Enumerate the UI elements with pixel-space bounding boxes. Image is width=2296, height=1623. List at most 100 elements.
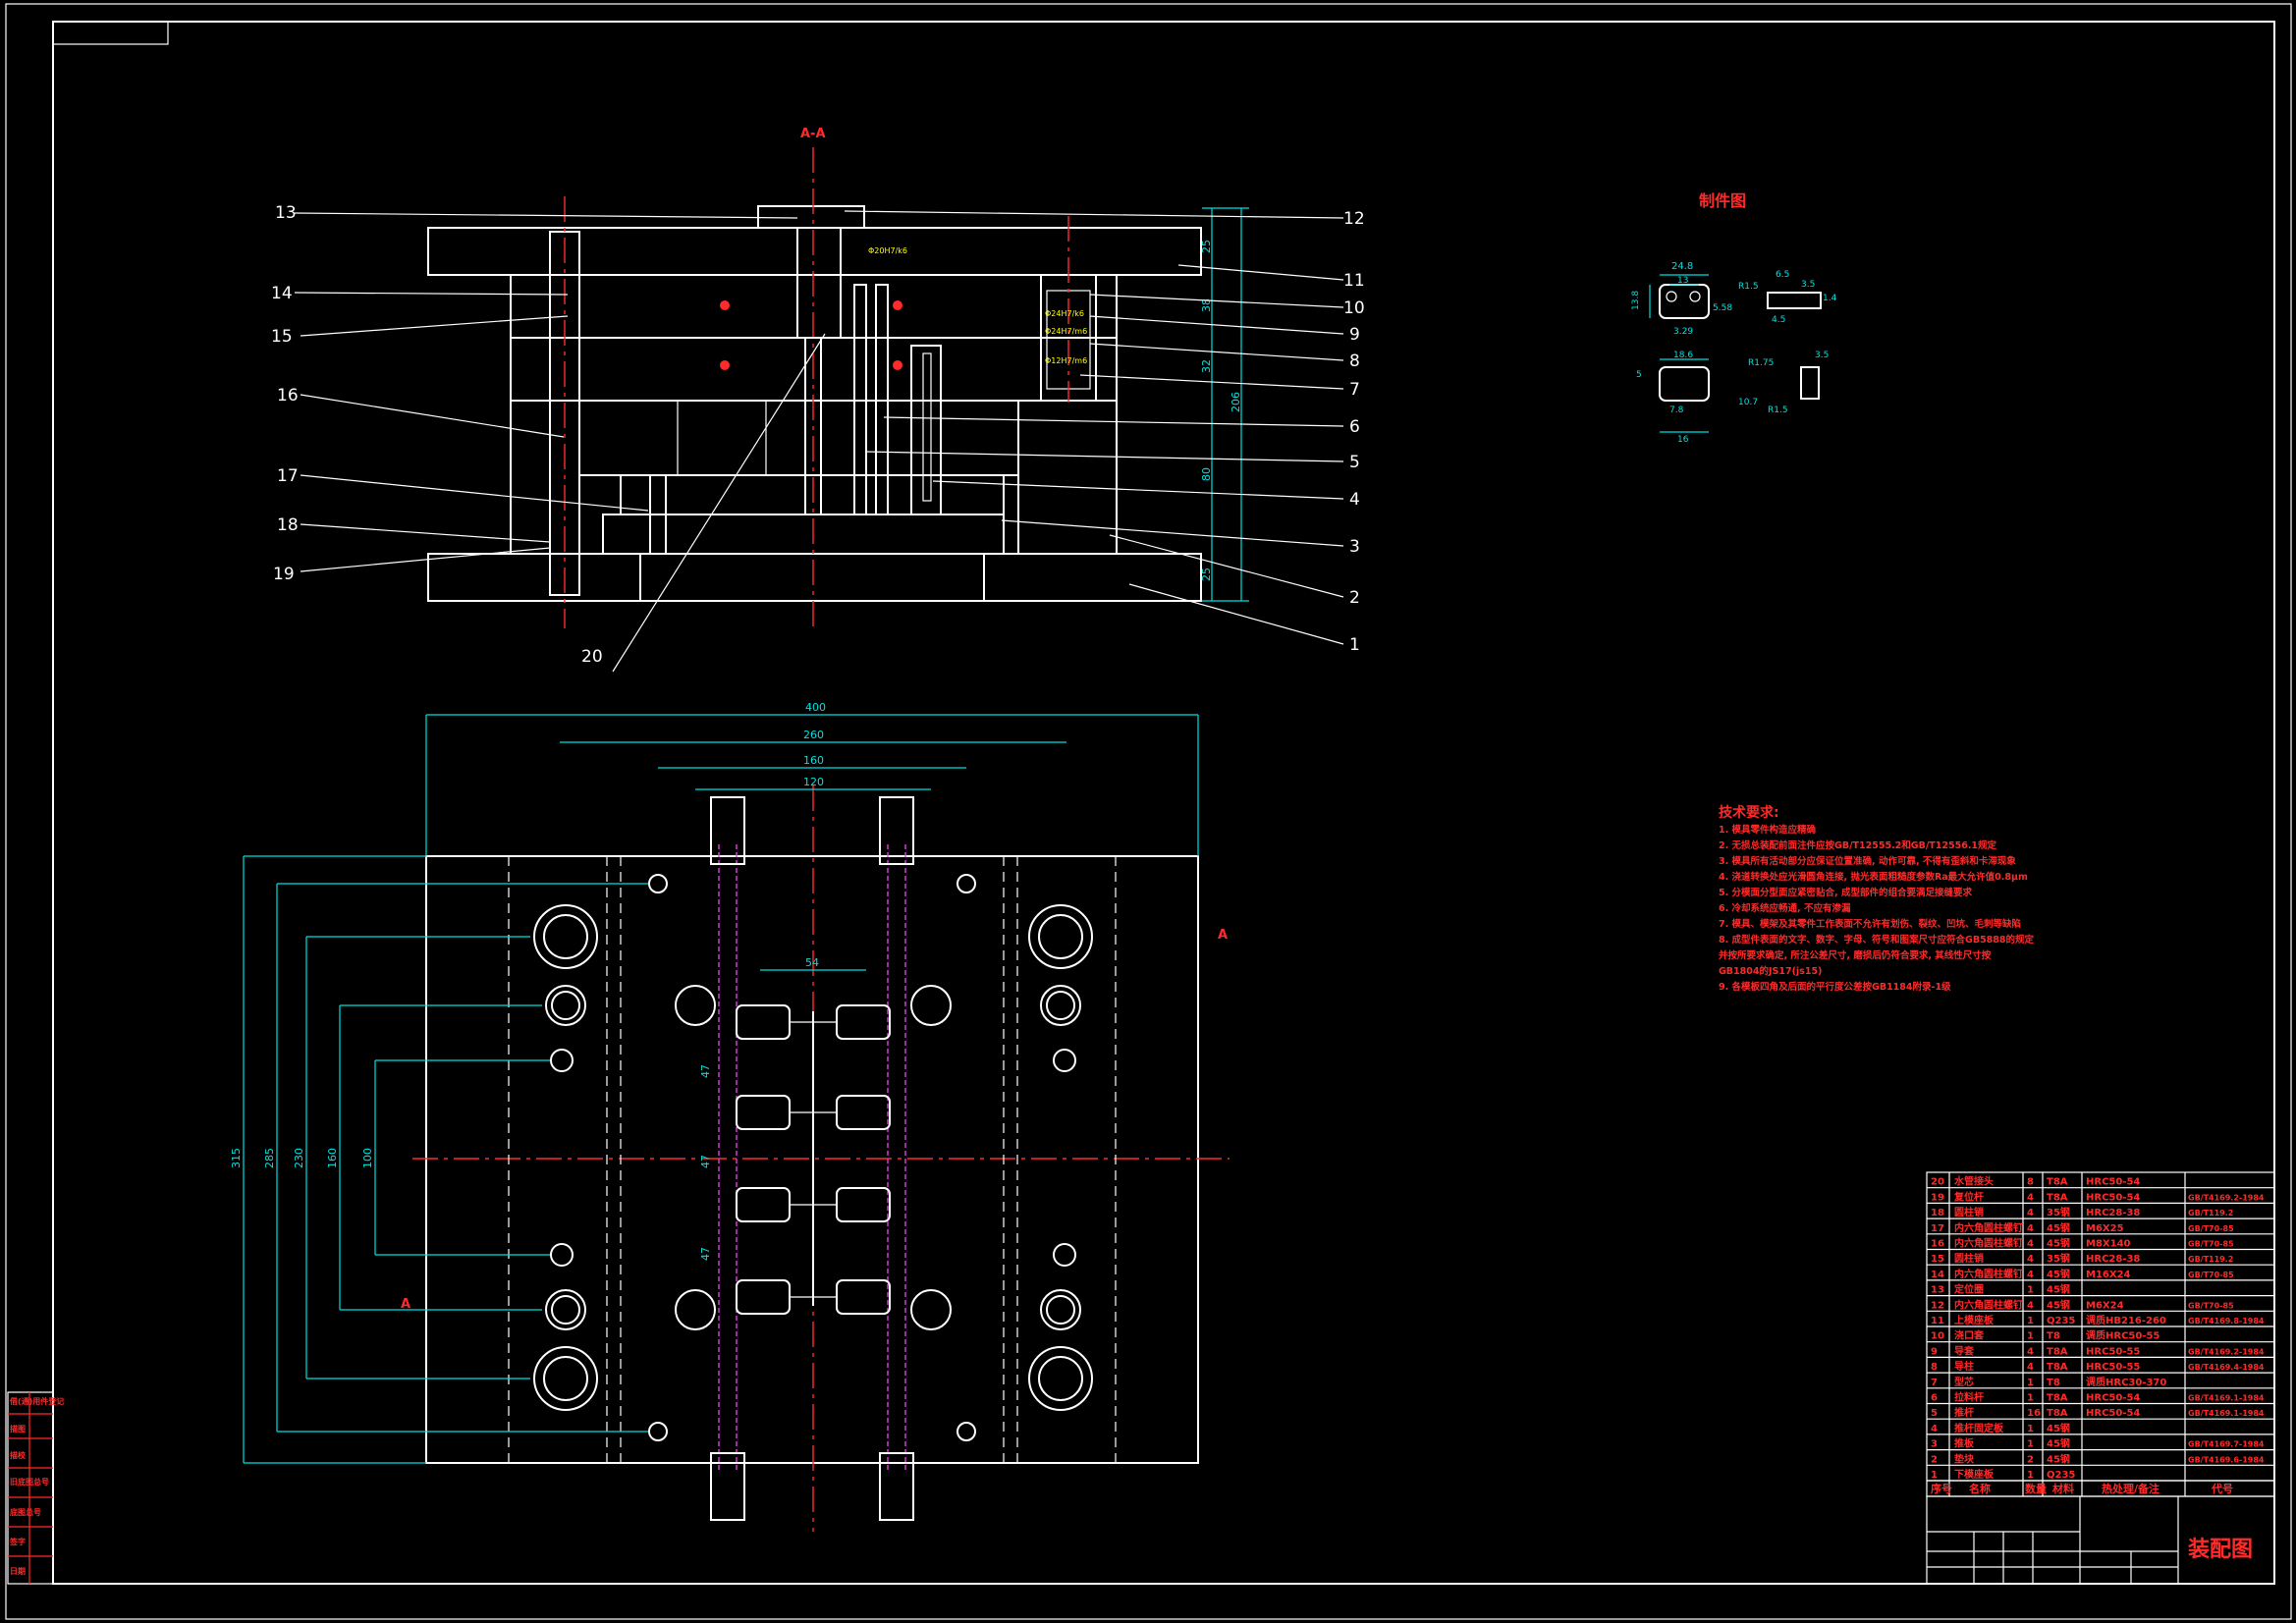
bom-cell: HRC50-54 xyxy=(2086,1393,2140,1404)
bom-cell: 2 xyxy=(1931,1454,1938,1465)
bom-header-4: 材料 xyxy=(2052,1482,2074,1495)
bom-cell: T8A xyxy=(2047,1362,2068,1373)
callout-19: 19 xyxy=(273,565,295,584)
bom-cell: GB/T70-85 xyxy=(2188,1271,2234,1279)
drawing-frame xyxy=(5,3,2292,1620)
tech-req-1: 1. 模具零件构造应精确 xyxy=(1719,824,1816,836)
bom-cell: T8 xyxy=(2047,1378,2060,1388)
plan-dim-400: 400 xyxy=(805,701,826,714)
callout-10: 10 xyxy=(1343,298,1365,318)
bom-cell: GB/T4169.6-1984 xyxy=(2188,1455,2265,1464)
bom-cell: 内六角圆柱螺钉 xyxy=(1954,1268,2023,1280)
callouts-right: 12 11 10 9 8 7 6 5 4 3 2 1 xyxy=(844,209,1365,655)
tech-req-11: 9. 各模板四角及后面的平行度公差按GB1184附录-1级 xyxy=(1719,981,1951,993)
bom-cell: 35钢 xyxy=(2047,1252,2070,1265)
callout-11: 11 xyxy=(1343,271,1365,291)
bom-cell: 4 xyxy=(2027,1192,2034,1203)
sect-dim-4: 206 xyxy=(1230,392,1242,412)
callout-20: 20 xyxy=(581,647,603,667)
bom-cell: GB/T119.2 xyxy=(2188,1209,2233,1217)
bom-cell: 16 xyxy=(1931,1239,1944,1250)
bom-cell: 45钢 xyxy=(2047,1437,2070,1450)
bom-header-6: 代号 xyxy=(2211,1482,2233,1495)
sect-dim-5: 80 xyxy=(1200,467,1213,481)
callout-8: 8 xyxy=(1349,352,1360,371)
bom-cell: 1 xyxy=(2027,1439,2034,1450)
bom-cell: 15 xyxy=(1931,1254,1944,1265)
callouts-left: 13 14 15 16 17 18 19 20 xyxy=(271,203,826,673)
bom-cell: GB/T4169.1-1984 xyxy=(2188,1409,2265,1418)
bom-cell: 内六角圆柱螺钉 xyxy=(1954,1237,2023,1250)
bom-cell: HRC28-38 xyxy=(2086,1254,2140,1265)
strip-label-6: 签字 xyxy=(9,1537,26,1546)
bom-cell: M8X140 xyxy=(2086,1239,2131,1250)
callout-4: 4 xyxy=(1349,490,1360,510)
bom-cell: 4 xyxy=(2027,1270,2034,1280)
bom-cell: 圆柱销 xyxy=(1954,1252,1984,1265)
bom-cell: 3 xyxy=(1931,1439,1938,1450)
part-dim-14: 5 xyxy=(1636,370,1642,380)
bom-cell: 11 xyxy=(1931,1316,1944,1326)
callout-3: 3 xyxy=(1349,537,1360,557)
callout-12: 12 xyxy=(1343,209,1365,229)
plan-dim-315: 315 xyxy=(230,1148,243,1168)
title-block-name: 装配图 xyxy=(2188,1538,2253,1562)
callout-13: 13 xyxy=(275,203,297,223)
bom-cell: 13 xyxy=(1931,1285,1944,1296)
bom-cell: 16 xyxy=(2027,1408,2041,1419)
plan-view: 400 260 160 120 54 315 285 230 1 xyxy=(230,701,1230,1532)
bom-cell: HRC50-54 xyxy=(2086,1408,2140,1419)
bom-cell: 17 xyxy=(1931,1223,1944,1234)
sect-dim-2: 38 xyxy=(1200,298,1213,312)
bom-cell: 垫块 xyxy=(1954,1452,1975,1465)
bom-cell: 4 xyxy=(2027,1208,2034,1218)
bom-cell: 圆柱销 xyxy=(1954,1206,1984,1218)
bom-cell: HRC50-54 xyxy=(2086,1177,2140,1188)
part-drawing-title: 制件图 xyxy=(1699,191,1746,210)
part-dim-4: 3.29 xyxy=(1673,327,1693,337)
bom-cell: T8 xyxy=(2047,1331,2060,1342)
bom-cell: 1 xyxy=(2027,1378,2034,1388)
part-dim-7: 6.5 xyxy=(1776,270,1789,280)
bom-cell: 45钢 xyxy=(2047,1452,2070,1465)
bom-cell: T8A xyxy=(2047,1192,2068,1203)
bom-cell: 45钢 xyxy=(2047,1268,2070,1280)
tech-req-6: 6. 冷却系统应畅通, 不应有渗漏 xyxy=(1719,902,1851,914)
part-dim-10: 1.4 xyxy=(1823,294,1837,303)
bom-cell: 型芯 xyxy=(1954,1376,1974,1388)
bom-header-5: 热处理/备注 xyxy=(2102,1482,2159,1495)
bom-cell: HRC50-55 xyxy=(2086,1346,2140,1357)
locating-ring xyxy=(757,205,865,229)
bom-cell: 1 xyxy=(2027,1285,2034,1296)
callout-9: 9 xyxy=(1349,325,1360,345)
strip-label-4: 旧底图总号 xyxy=(10,1477,49,1487)
bom-cell: GB/T4169.2-1984 xyxy=(2188,1347,2265,1356)
bom-cell: 1 xyxy=(2027,1393,2034,1404)
bom-cell: Q235 xyxy=(2047,1470,2075,1481)
bom-cell: 推板 xyxy=(1954,1437,1975,1450)
ejector-plate xyxy=(602,514,1005,555)
callout-7: 7 xyxy=(1349,380,1360,400)
part-dim-5: 5.58 xyxy=(1713,303,1732,313)
callout-6: 6 xyxy=(1349,417,1360,437)
bom-cell: 1 xyxy=(2027,1424,2034,1434)
bom-cell: 14 xyxy=(1931,1270,1944,1280)
tech-req-8: 8. 成型件表面的文字、数字、字母、符号和图案尺寸应符合GB5888的规定 xyxy=(1719,934,2035,946)
part-dim-18: 16 xyxy=(1677,435,1689,445)
bom-cell: M6X24 xyxy=(2086,1300,2124,1311)
technical-requirements: 技术要求: 1. 模具零件构造应精确 2. 无损总装配前面注件应按GB/T125… xyxy=(1719,804,2035,993)
strip-label-5: 底图总号 xyxy=(9,1507,41,1517)
strip-label-3: 描校 xyxy=(10,1450,27,1460)
bom-cell: 6 xyxy=(1931,1393,1938,1404)
bom-cell: 4 xyxy=(2027,1346,2034,1357)
bom-cell: T8A xyxy=(2047,1346,2068,1357)
section-label: A-A xyxy=(800,127,826,141)
plan-dim-160b: 160 xyxy=(326,1148,339,1168)
bom-cell: 4 xyxy=(2027,1254,2034,1265)
bom-cell: GB/T70-85 xyxy=(2188,1240,2234,1249)
bom-cell: 45钢 xyxy=(2047,1298,2070,1311)
fit-annot-3: Φ24H7/m6 xyxy=(1045,327,1087,336)
plan-dim-47a: 47 xyxy=(699,1064,712,1078)
cavities xyxy=(736,1004,891,1315)
tech-req-7: 7. 模具、模架及其零件工作表面不允许有划伤、裂纹、凹坑、毛刺等缺陷 xyxy=(1719,918,2021,930)
